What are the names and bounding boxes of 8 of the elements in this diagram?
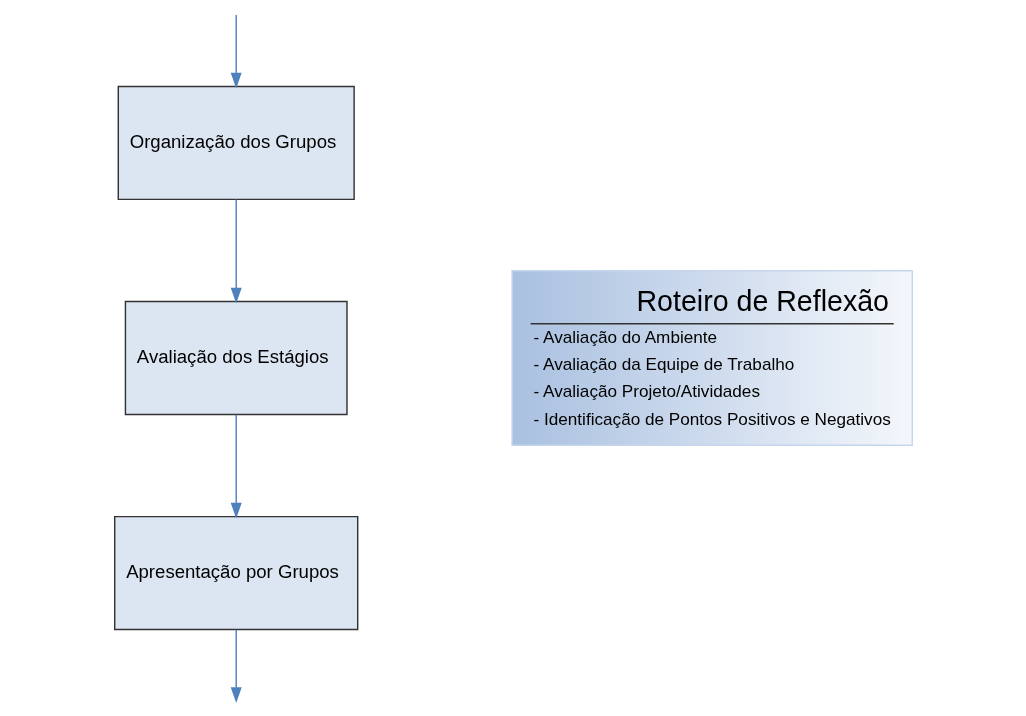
node-box: Organização dos Grupos xyxy=(117,85,355,201)
arrow xyxy=(230,198,242,304)
arrow xyxy=(230,413,242,519)
node-box: Avaliação dos Estágios xyxy=(124,300,348,416)
node-box: Apresentação por Grupos xyxy=(113,515,358,631)
arrow xyxy=(230,628,242,704)
arrow xyxy=(230,14,242,89)
node-box: Roteiro de Reflexão - Avaliação do Ambiente - Avaliação da Equipe de Trabalho - Avaliação Projeto/Atividades - Identificação de Pontos Positivos e Negativos xyxy=(510,270,913,446)
